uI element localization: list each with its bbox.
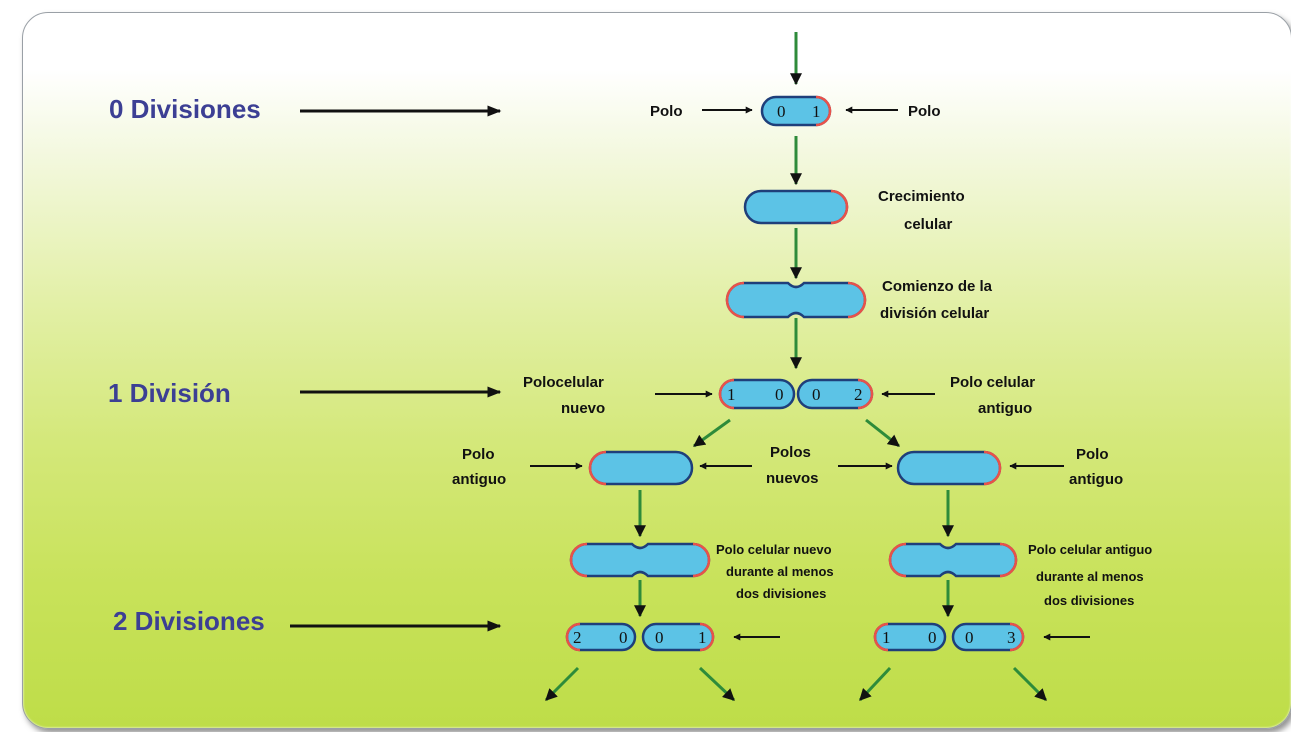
cell-gen2-a: 2 0 — [565, 622, 637, 652]
label-new-pole-1: Polocelular — [523, 374, 604, 391]
cell-gen1-left: 1 0 — [718, 378, 796, 410]
label-right-old-2: antiguo — [1069, 471, 1123, 488]
pole-age: 1 — [812, 102, 821, 121]
arrow-bottom-3 — [858, 666, 892, 702]
cell-gen2-c: 1 0 — [873, 622, 947, 652]
label-left-div-3: dos divisiones — [736, 586, 826, 601]
arrow-bottom-2 — [698, 666, 736, 702]
label-new-poles-2: nuevos — [766, 470, 819, 487]
label-old-pole-1: Polo celular — [950, 374, 1035, 391]
pole-age: 0 — [777, 102, 786, 121]
cell-dividing-right — [888, 542, 1018, 578]
pole-age: 0 — [965, 628, 974, 647]
label-left-div-1: Polo celular nuevo — [716, 542, 832, 557]
label-right-div-1: Polo celular antiguo — [1028, 542, 1152, 557]
pole-age: 2 — [573, 628, 582, 647]
pole-age: 0 — [775, 385, 784, 404]
label-left-old-1: Polo — [462, 446, 495, 463]
label-start-2: división celular — [880, 305, 989, 322]
label-new-pole-2: nuevo — [561, 400, 605, 417]
cell-growth — [743, 189, 849, 225]
arrow-diag-right — [865, 418, 900, 448]
pole-age: 0 — [928, 628, 937, 647]
label-right-div-3: dos divisiones — [1044, 593, 1134, 608]
label-growth-1: Crecimiento — [878, 188, 965, 205]
label-old-pole-2: antiguo — [978, 400, 1032, 417]
cell-dividing-left — [569, 542, 711, 578]
level-label-2: 2 Divisiones — [113, 606, 265, 636]
label-polo-left: Polo — [650, 103, 683, 120]
pole-age: 3 — [1007, 628, 1016, 647]
diagram-panel — [22, 12, 1291, 729]
pole-age: 0 — [812, 385, 821, 404]
level-label-0: 0 Divisiones — [109, 94, 261, 124]
label-polo-right: Polo — [908, 103, 941, 120]
label-left-div-2: durante al menos — [726, 564, 834, 579]
level-label-1: 1 División — [108, 378, 231, 408]
label-right-div-2: durante al menos — [1036, 569, 1144, 584]
arrow-bottom-4 — [1012, 666, 1048, 702]
pole-age: 1 — [727, 385, 736, 404]
cell-grown-right — [896, 450, 1002, 486]
pole-age: 2 — [854, 385, 863, 404]
pole-age: 1 — [698, 628, 707, 647]
cell-grown-left — [588, 450, 694, 486]
pole-age: 0 — [619, 628, 628, 647]
cell-gen2-d: 0 3 — [951, 622, 1025, 652]
cell-dividing — [725, 281, 867, 319]
label-growth-2: celular — [904, 216, 953, 233]
cell-gen2-b: 0 1 — [641, 622, 715, 652]
cell-gen0: 0 1 — [760, 95, 832, 127]
arrow-bottom-1 — [544, 666, 580, 702]
label-start-1: Comienzo de la — [882, 278, 993, 295]
pole-age: 0 — [655, 628, 664, 647]
cell-gen1-right: 0 2 — [796, 378, 874, 410]
arrow-diag-left — [693, 418, 731, 448]
pole-age: 1 — [882, 628, 891, 647]
label-right-old-1: Polo — [1076, 446, 1109, 463]
label-new-poles-1: Polos — [770, 444, 811, 461]
label-left-old-2: antiguo — [452, 471, 506, 488]
trunk-arrows — [544, 32, 1048, 702]
